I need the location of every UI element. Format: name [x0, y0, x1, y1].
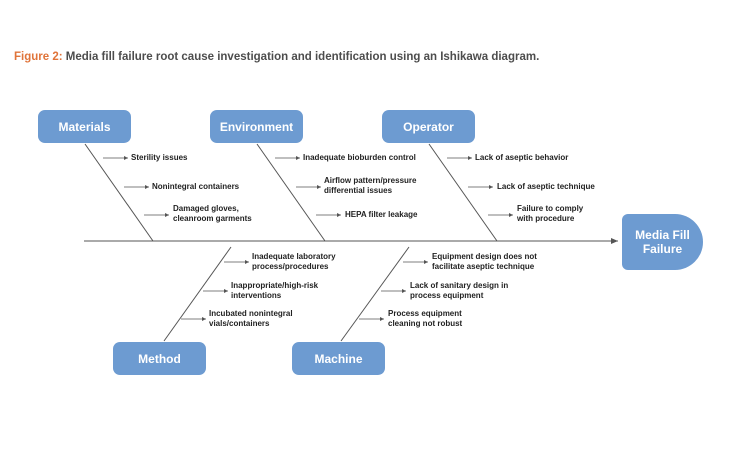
figure-label: Figure 2:	[14, 51, 63, 63]
cause-text: Incubated nonintegral vials/containers	[209, 309, 293, 328]
cause-text: HEPA filter leakage	[345, 210, 418, 219]
effect-box: Media Fill Failure	[622, 214, 703, 270]
rib-environment	[256, 143, 326, 242]
rib-materials	[84, 143, 154, 242]
rib-method	[163, 246, 232, 342]
cause-text: Damaged gloves, cleanroom garments	[173, 204, 252, 223]
cause-text: Inadequate bioburden control	[303, 153, 416, 162]
cause-text: Failure to comply with procedure	[517, 204, 584, 223]
category-label: Environment	[219, 119, 294, 134]
cause-text: Sterility issues	[131, 153, 188, 162]
effect-line-1: Media Fill	[635, 228, 690, 242]
category-machine: Machine	[292, 342, 385, 375]
effect-line-2: Failure	[642, 242, 683, 256]
cause-text: Lack of aseptic technique	[497, 182, 595, 191]
category-method: Method	[113, 342, 206, 375]
category-materials: Materials	[38, 110, 131, 143]
cause-text: Process equipment cleaning not robust	[388, 309, 463, 328]
cause-text: Nonintegral containers	[152, 182, 240, 191]
category-label: Method	[138, 351, 181, 366]
category-operator: Operator	[382, 110, 475, 143]
rib-operator	[428, 143, 498, 242]
category-label: Machine	[314, 351, 363, 366]
cause-text: Inappropriate/high-risk interventions	[231, 281, 319, 300]
cause-text: Equipment design does not facilitate ase…	[432, 252, 537, 271]
category-label: Operator	[403, 119, 454, 134]
cause-text: Airflow pattern/pressure differential is…	[324, 176, 417, 195]
category-environment: Environment	[210, 110, 303, 143]
figure-caption: Figure 2: Media fill failure root cause …	[14, 51, 539, 63]
figure-title: Media fill failure root cause investigat…	[62, 51, 540, 63]
cause-text: Inadequate laboratory process/procedures	[252, 252, 336, 271]
rib-machine	[340, 246, 410, 342]
cause-text: Lack of aseptic behavior	[475, 153, 569, 162]
cause-text: Lack of sanitary design in process equip…	[410, 281, 509, 300]
category-label: Materials	[58, 119, 111, 134]
